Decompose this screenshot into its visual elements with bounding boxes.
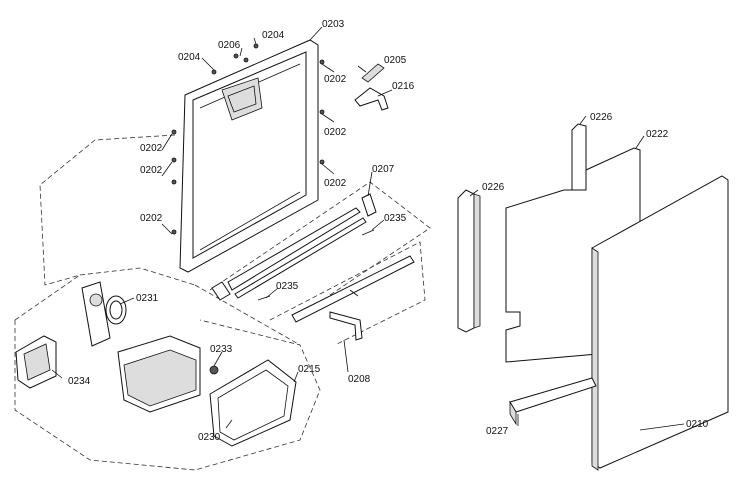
label-0202-a: 0202 — [324, 74, 347, 85]
label-0215: 0215 — [298, 364, 321, 375]
label-0204-a: 0204 — [178, 52, 201, 63]
leader-lines — [51, 26, 685, 431]
label-0204-b: 0204 — [262, 30, 285, 41]
group-outlines — [14, 134, 431, 471]
screws — [171, 43, 325, 235]
label-0203: 0203 — [322, 19, 345, 30]
seal-strips — [211, 193, 377, 301]
outer-panel — [591, 175, 729, 471]
lower-rail — [291, 255, 415, 341]
label-0235-b: 0235 — [276, 281, 299, 292]
label-0210: 0210 — [686, 419, 709, 430]
label-0226-b: 0226 — [590, 112, 613, 123]
label-0206: 0206 — [218, 40, 241, 51]
label-0208: 0208 — [348, 374, 371, 385]
label-0226-a: 0226 — [482, 182, 505, 193]
side-trims — [457, 123, 587, 333]
label-0234: 0234 — [68, 376, 91, 387]
label-0216: 0216 — [392, 81, 415, 92]
part-labels: 0203 0204 0204 0206 0205 0216 0202 0202 … — [68, 19, 709, 443]
label-0202-e: 0202 — [140, 165, 163, 176]
label-0222: 0222 — [646, 129, 669, 140]
label-0202-d: 0202 — [140, 143, 163, 154]
label-0202-c: 0202 — [324, 178, 347, 189]
door-frame — [179, 39, 319, 273]
label-0207: 0207 — [372, 164, 395, 175]
label-0235-a: 0235 — [384, 213, 407, 224]
label-0230: 0230 — [198, 432, 221, 443]
label-0231: 0231 — [136, 293, 159, 304]
label-0202-b: 0202 — [324, 127, 347, 138]
label-0233: 0233 — [210, 344, 233, 355]
bottom-bracket — [509, 377, 597, 426]
latch-brackets — [354, 63, 389, 111]
label-0205: 0205 — [384, 55, 407, 66]
control-assembly — [15, 281, 297, 447]
label-0227: 0227 — [486, 426, 509, 437]
label-0202-f: 0202 — [140, 213, 163, 224]
